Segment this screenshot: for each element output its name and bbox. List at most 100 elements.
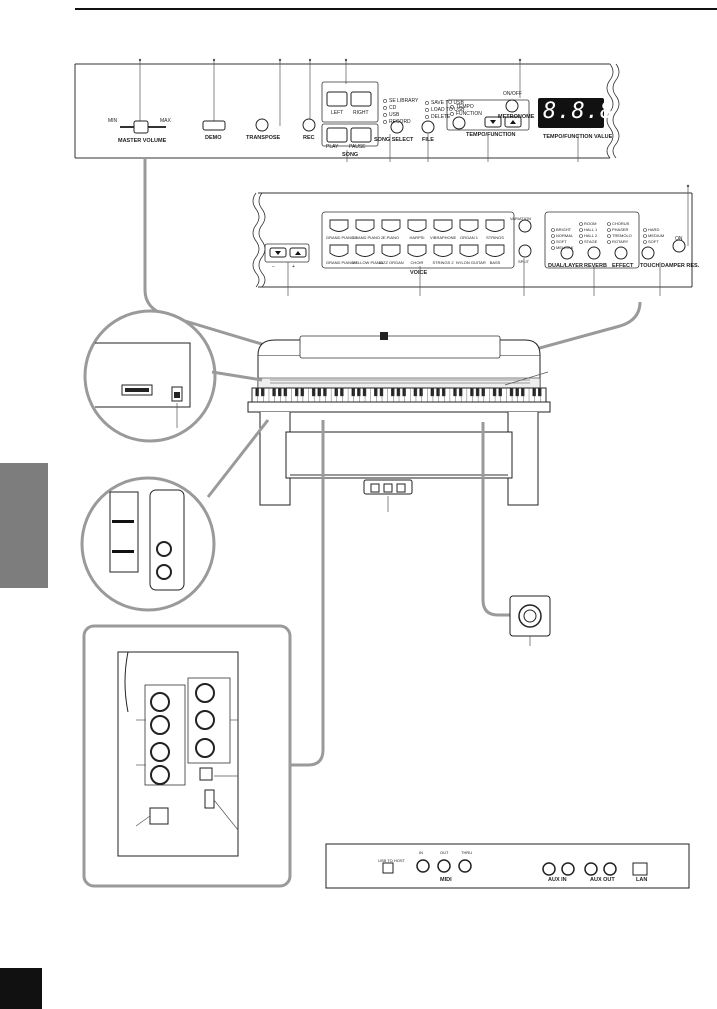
black-key [340, 387, 344, 397]
voice-group-label: VOICE [410, 270, 428, 276]
black-key [430, 387, 435, 397]
effect-item: CHORUS [612, 221, 630, 226]
tempo-function-label: TEMPO/FUNCTION [466, 132, 516, 138]
black-key [402, 387, 406, 397]
voice-label: STRINGS [486, 235, 504, 240]
demo-button[interactable] [202, 120, 226, 131]
volume-max-label: MAX [160, 118, 171, 124]
right-part-button[interactable] [350, 91, 372, 107]
master-volume-slider[interactable] [133, 120, 149, 134]
song-mode-list: SE LIBRARY CD USB RECORD [389, 98, 418, 125]
effect-button[interactable] [614, 246, 628, 260]
lan-label: LAN [636, 877, 648, 883]
voice-label: CHOIR [410, 260, 424, 265]
black-key [261, 387, 265, 397]
effect-item: PHASER [612, 227, 629, 232]
split-button[interactable] [518, 244, 532, 258]
rec-label: REC [303, 135, 315, 141]
dual-list: BRIGHT NORMAL SOFT MELLOW [556, 227, 573, 251]
black-key [441, 387, 446, 397]
dual-button[interactable] [560, 246, 574, 260]
black-key [391, 387, 395, 397]
metronome-button[interactable] [505, 99, 519, 113]
dual-item: MELLOW [556, 245, 574, 250]
black-key [470, 387, 474, 397]
black-key [532, 387, 536, 397]
black-key [515, 387, 519, 397]
aux-out-label: AUX OUT [590, 877, 615, 883]
reverb-button[interactable] [587, 246, 601, 260]
black-key [357, 387, 361, 397]
voice-label: MELLOW PIANO [352, 260, 383, 265]
master-volume-label: MASTER VOLUME [118, 138, 167, 144]
effect-list: CHORUS PHASER TREMOLO ROTARY [612, 221, 632, 245]
display-value: 8.8.8. [543, 99, 629, 124]
reverb-item: HALL 2 [584, 233, 598, 238]
file-label: FILE [422, 137, 434, 143]
rec-button[interactable] [302, 118, 316, 132]
touch-button[interactable] [641, 246, 655, 260]
transpose-button[interactable] [255, 118, 269, 132]
tempo-item: TEMPO [456, 104, 474, 110]
section-tab [0, 463, 48, 588]
rear-panel-diagram [325, 843, 690, 889]
dual-item: SOFT [556, 239, 567, 244]
black-key [492, 387, 497, 397]
touch-list: HARD MEDIUM SOFT [648, 227, 664, 245]
effect-item: ROTARY [612, 239, 629, 244]
effect-item: TREMOLO [612, 233, 632, 238]
volume-min-label: MIN [108, 118, 118, 124]
midi-port-out: OUT [440, 850, 449, 855]
damper-res-button[interactable] [672, 239, 686, 253]
metronome-on-label: ON/OFF [503, 91, 522, 97]
voice-label: GRAND PIANO 3 [326, 260, 358, 265]
voice-label: BASS [489, 260, 501, 265]
black-key [362, 387, 367, 397]
tempo-display-label: TEMPO/FUNCTION VALUE [543, 134, 613, 140]
reverb-label: REVERB [584, 263, 607, 269]
black-key [317, 387, 321, 397]
file-item: LOAD TO USB [431, 107, 465, 113]
pause-label: PAUSE [349, 144, 366, 150]
voice-label: GRAND PIANO 2 [352, 235, 384, 240]
page-corner-block [0, 968, 42, 1009]
dual-item: NORMAL [556, 233, 574, 238]
black-key [272, 387, 276, 397]
usb-host-label: USB TO HOST [378, 858, 405, 863]
pause-button[interactable] [350, 127, 372, 143]
midi-port-in: IN [419, 850, 423, 855]
voice-label: VIBRAPHONE [430, 235, 457, 240]
file-button[interactable] [421, 120, 435, 134]
midi-port-thru: THRU [461, 850, 473, 855]
play-label: PLAY [326, 144, 339, 150]
tempo-function-button[interactable] [452, 116, 466, 130]
black-key [283, 387, 288, 397]
black-key [481, 387, 485, 397]
minus-label: − [272, 264, 275, 270]
reverb-item: STAGE [584, 239, 598, 244]
metronome-label: METRONOME [498, 114, 535, 120]
piano-diagram [80, 158, 642, 888]
black-key [311, 387, 316, 397]
play-button[interactable] [326, 127, 348, 143]
black-key [278, 387, 282, 397]
black-key [323, 387, 327, 397]
left-part-button[interactable] [326, 91, 348, 107]
black-key [396, 387, 401, 397]
top-panel-diagram [74, 58, 693, 296]
touch-label: TOUCH [640, 263, 660, 269]
black-key [413, 387, 418, 397]
song-group-label: SONG [342, 152, 359, 158]
midi-label: MIDI [440, 877, 452, 883]
black-key [374, 387, 378, 397]
reverb-item: ROOM [584, 221, 597, 226]
song-select-label: SONG SELECT [374, 137, 414, 143]
voice-label: STRINGS 2 [432, 260, 454, 265]
song-select-button[interactable] [390, 120, 404, 134]
damper-label: DAMPER RES. [661, 263, 700, 269]
effect-label: EFFECT [612, 263, 634, 269]
black-key [521, 387, 525, 397]
variation-button[interactable] [518, 219, 532, 233]
voice-label: ORGAN 1 [459, 235, 478, 240]
song-mode-item: RECORD [389, 119, 411, 125]
